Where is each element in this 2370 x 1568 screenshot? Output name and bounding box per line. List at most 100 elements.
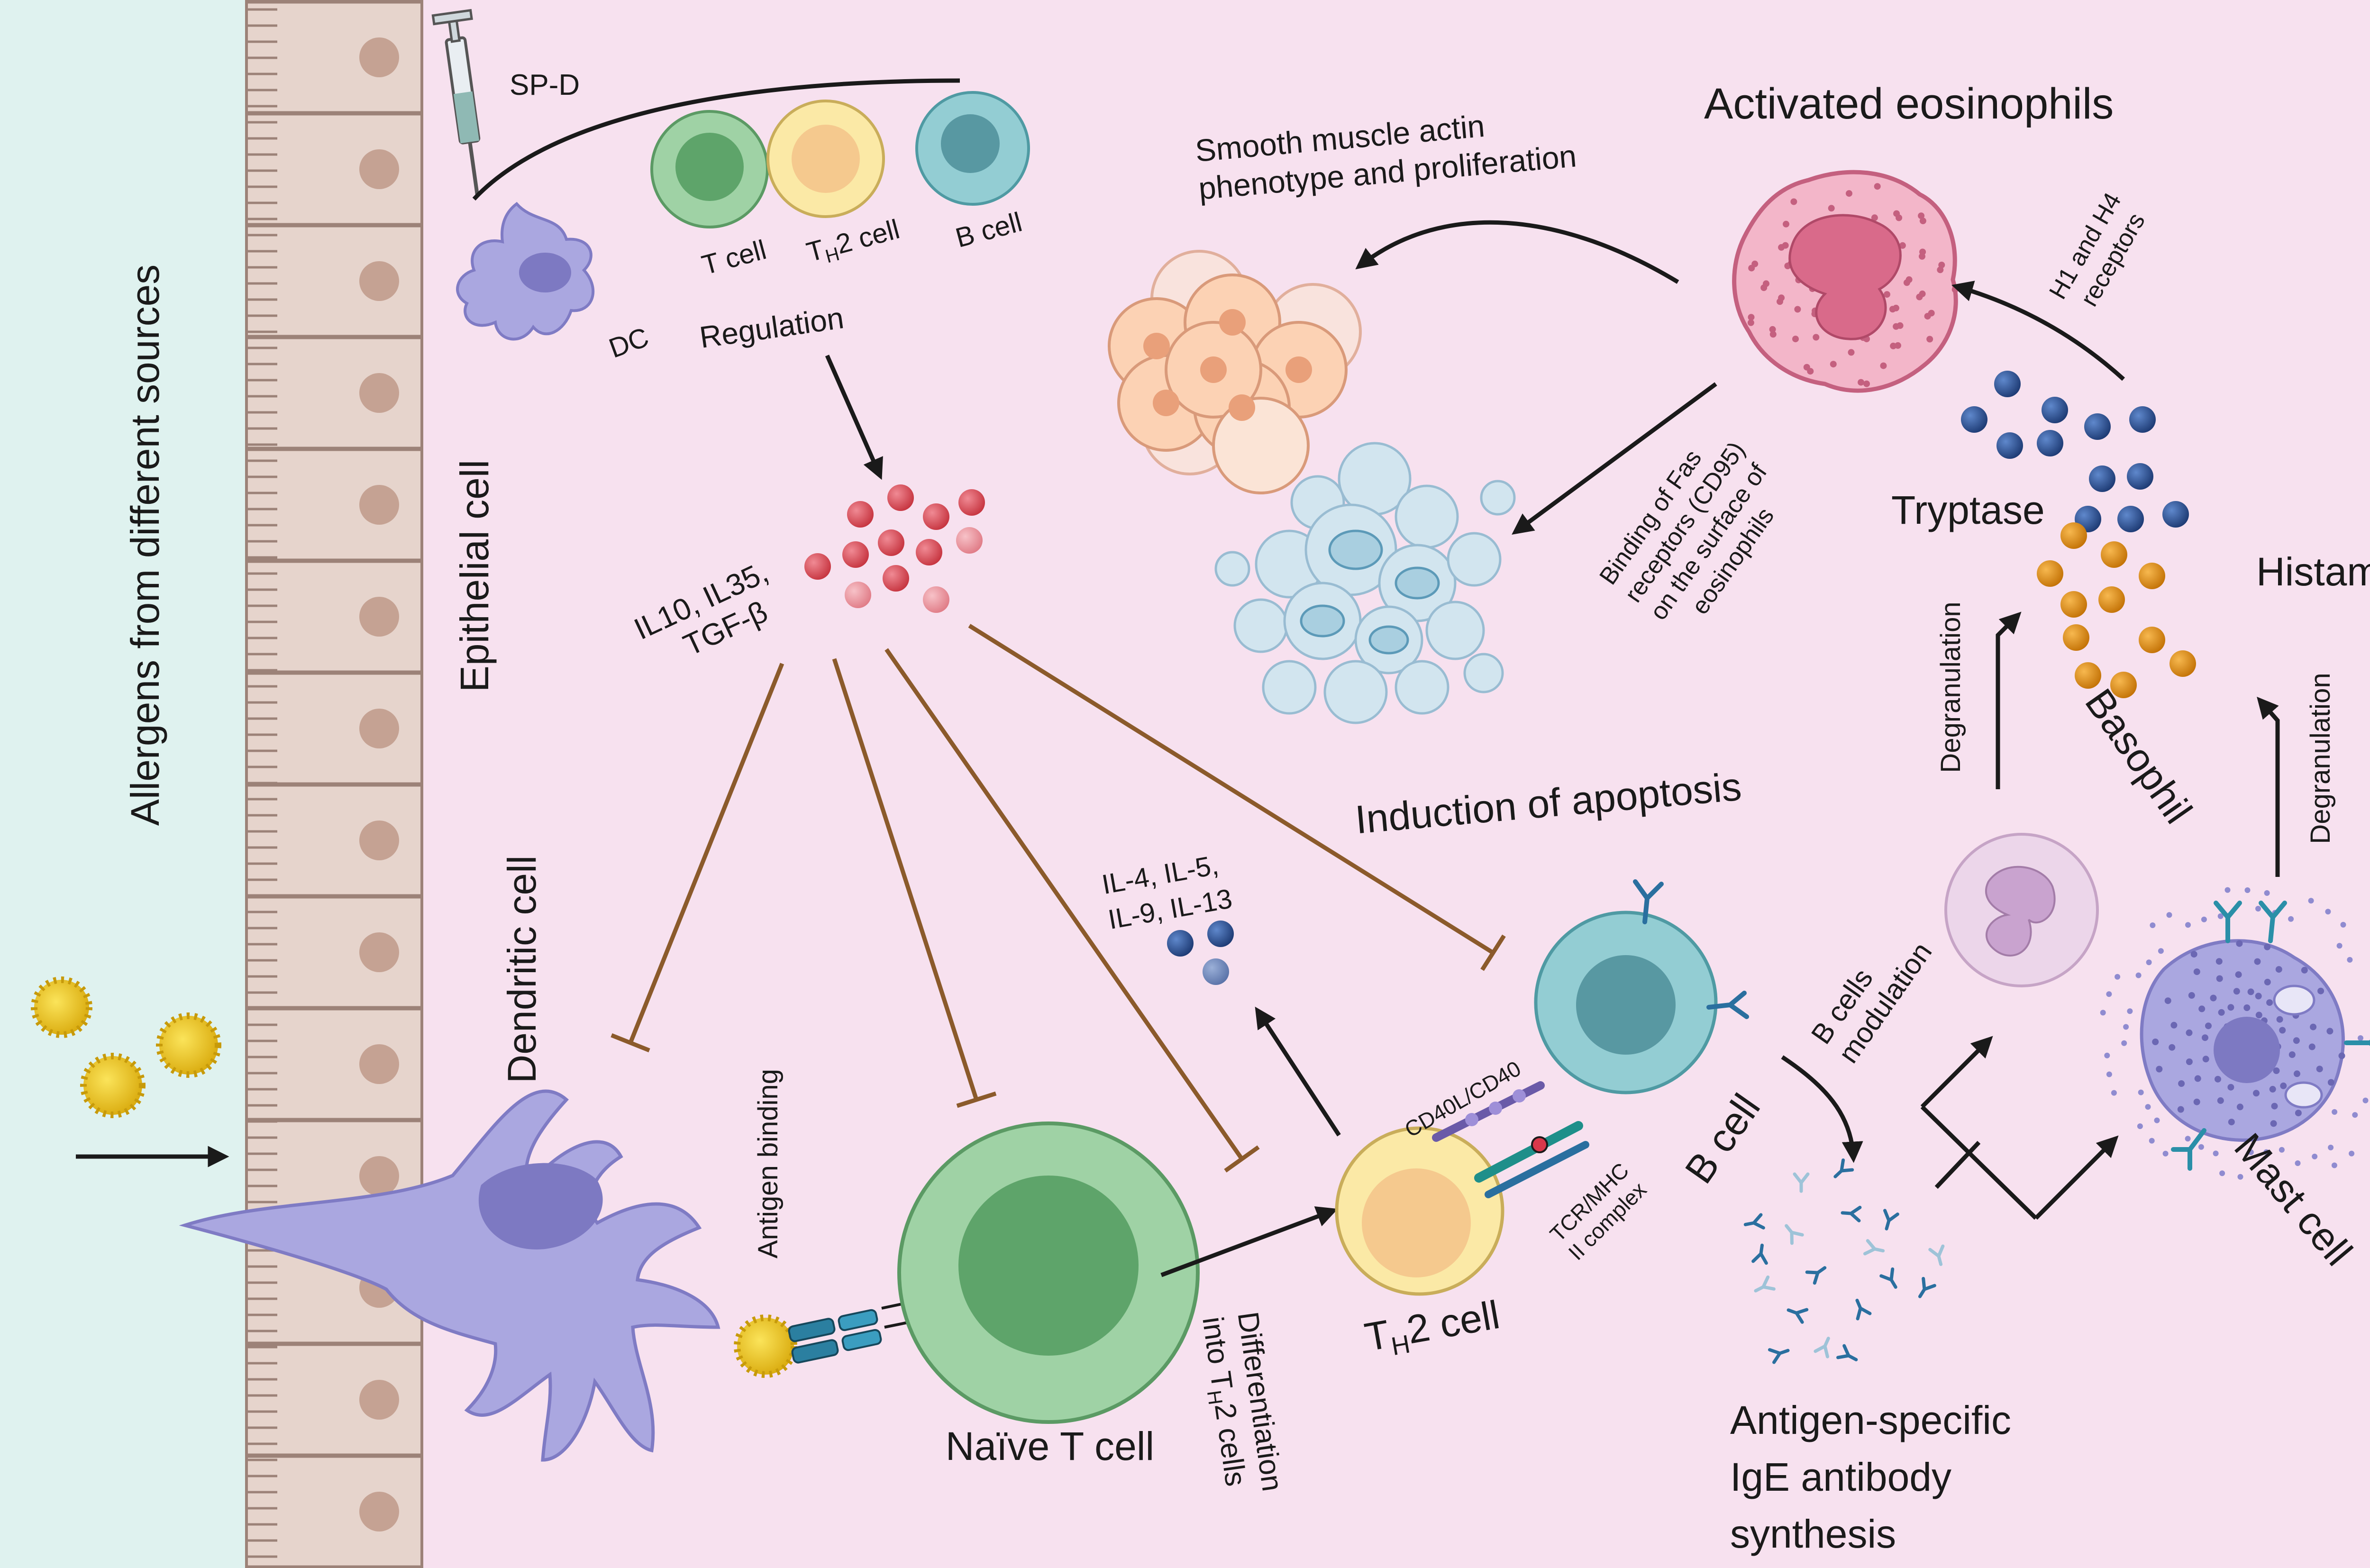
sp-d-arc xyxy=(472,78,960,201)
basophil xyxy=(1944,833,2099,987)
ige-antibody xyxy=(1928,1244,1945,1266)
mast-cell-granule xyxy=(2273,1067,2280,1074)
ige-stroke xyxy=(1768,1348,1790,1364)
released-granule xyxy=(2146,959,2152,966)
il4-cytokine-cluster xyxy=(1167,921,1234,985)
epithelial-nucleus xyxy=(359,149,399,189)
b-cell-to-ige-arrow xyxy=(1781,1055,1863,1163)
epithelial-nucleus xyxy=(359,709,399,748)
released-granule xyxy=(2349,1150,2355,1157)
il10-cytokine-cluster xyxy=(804,484,985,613)
epithelial-nucleus xyxy=(359,485,399,525)
released-granule xyxy=(2248,1149,2254,1155)
ige-stroke xyxy=(1883,1209,1899,1231)
differentiation-arrow xyxy=(1160,1206,1338,1277)
mast-cell-granule xyxy=(2276,1016,2283,1023)
released-granule xyxy=(2332,1109,2338,1115)
mast-cell-granule xyxy=(2243,1004,2251,1011)
smooth-muscle-cluster xyxy=(1108,250,1362,494)
mast-cell-granule xyxy=(2194,1075,2201,1082)
eosinophil-granule xyxy=(1792,336,1799,343)
ige-antibody xyxy=(1787,1308,1809,1324)
released-granule xyxy=(2185,922,2191,928)
ige-antibody xyxy=(1814,1337,1830,1358)
pollen-grain xyxy=(80,1053,146,1118)
mast-cell-granule xyxy=(2327,1079,2334,1086)
mast-cell-granule xyxy=(2202,1056,2209,1063)
released-granule xyxy=(2104,1052,2110,1058)
ige-stroke xyxy=(1805,1266,1827,1285)
eosinophil-granule xyxy=(1919,218,1926,224)
mast-cell-granule xyxy=(2317,987,2324,994)
mast-cell-granule xyxy=(2215,958,2223,965)
apoptotic-cell-cluster xyxy=(1214,442,1516,724)
ige-antibody xyxy=(1879,1267,1897,1289)
syringe-icon xyxy=(431,9,481,196)
released-granule xyxy=(2331,1162,2337,1168)
ige-antibody xyxy=(1768,1348,1790,1364)
mast-cell-granule xyxy=(2210,994,2217,1002)
ige-synthesis-label: Antigen-specific IgE antibody synthesis xyxy=(1730,1398,2022,1556)
cd40-complex xyxy=(1432,1081,1545,1142)
released-granule xyxy=(2135,972,2142,978)
ige-stroke xyxy=(1743,1213,1765,1230)
released-granule xyxy=(2312,1153,2318,1159)
mast-cell-granule xyxy=(2255,993,2262,1000)
epithelial-cell-outline xyxy=(245,1,423,114)
mast-cell-granule xyxy=(2308,1043,2315,1050)
released-granule xyxy=(2279,1147,2285,1153)
eosinophil-granule xyxy=(1769,326,1776,333)
ige-stroke xyxy=(1836,1344,1858,1361)
mast-cell-granule xyxy=(2280,1082,2287,1089)
fas-binding-arrow xyxy=(1512,382,1717,535)
ige-stroke xyxy=(1855,1298,1872,1321)
released-granule xyxy=(2127,1008,2133,1014)
eosinophil-granule xyxy=(1890,342,1897,349)
mast-cell-granule xyxy=(2301,966,2308,974)
mast-cell-granule xyxy=(2227,1004,2234,1011)
ige-antibody xyxy=(1793,1172,1810,1193)
eosinophil-granule xyxy=(1782,242,1789,249)
mast-cell-granule xyxy=(2253,1090,2260,1097)
mast-cell-granule xyxy=(2169,1044,2176,1051)
mast-cell-granule xyxy=(2279,1027,2286,1034)
tryptase-label: Tryptase xyxy=(1891,488,2045,532)
released-granule xyxy=(2100,1010,2106,1016)
released-granule xyxy=(2111,1090,2117,1096)
mast-cell-granule xyxy=(2152,1039,2159,1045)
eosinophil-granule xyxy=(1848,349,1855,356)
ige-antibody xyxy=(1743,1213,1765,1230)
epithelium-layer xyxy=(245,0,423,1568)
released-granule xyxy=(2336,943,2343,949)
released-granule xyxy=(2166,912,2172,918)
ige-stroke xyxy=(1787,1308,1809,1324)
eosinophil-granule xyxy=(1783,220,1789,228)
mast-cell-granule xyxy=(2156,1066,2163,1073)
released-granule xyxy=(2264,890,2270,896)
ige-stroke xyxy=(1879,1267,1897,1289)
inhibition-to-naive-t xyxy=(832,658,979,1101)
released-granule xyxy=(2121,1040,2127,1046)
eosinophil-granule xyxy=(1863,380,1870,387)
tryptase-granules xyxy=(2037,522,2196,698)
antigen-binding-label: Antigen binding xyxy=(753,1069,784,1258)
mast-cell-granule xyxy=(2177,1106,2184,1113)
mast-cell-granule xyxy=(2218,1009,2225,1016)
mast-cell-granule xyxy=(2215,1076,2221,1083)
ige-stroke xyxy=(1918,1276,1936,1298)
eosinophil-granule xyxy=(1858,379,1865,386)
epithelial-cell-outline xyxy=(245,784,423,897)
released-granule xyxy=(2123,1024,2129,1030)
released-granule xyxy=(2255,906,2261,912)
pollen-grain xyxy=(156,1012,221,1078)
released-granule xyxy=(2150,922,2156,928)
eosinophil-granule xyxy=(1919,253,1925,260)
apoptotic-nuclei xyxy=(1300,529,1440,655)
epithelial-nucleus xyxy=(359,37,399,77)
eosinophil-granule xyxy=(1889,306,1896,313)
b-cell xyxy=(1534,879,1749,1094)
activated-eosinophils-label: Activated eosinophils xyxy=(1704,80,2114,128)
mast-cell-granule xyxy=(2205,1022,2212,1030)
released-granule xyxy=(2213,1150,2219,1157)
